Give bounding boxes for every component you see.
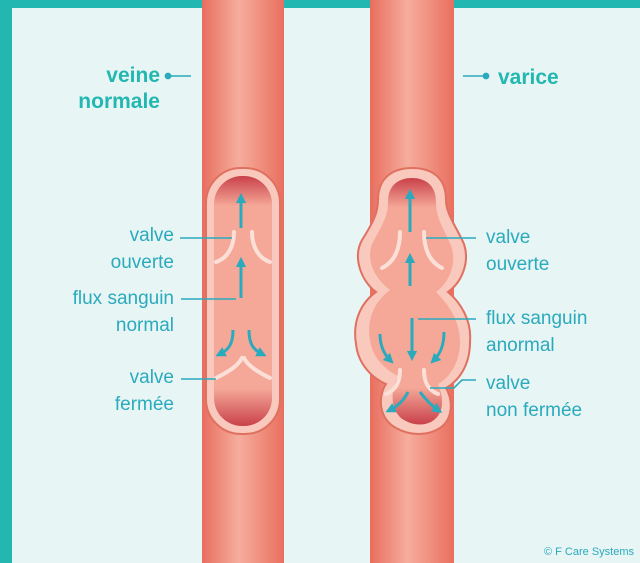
- copyright: © F Care Systems: [544, 546, 634, 558]
- label-blood-flow-abnormal: flux sanguin anormal: [486, 305, 587, 359]
- label-line: anormal: [486, 332, 587, 359]
- label-valve-open-right: valve ouverte: [486, 224, 549, 278]
- title-normal-vein-line-1: veine: [40, 63, 160, 89]
- label-line: valve: [40, 364, 174, 391]
- title-normal-vein-line-2: normale: [40, 89, 160, 115]
- varicose-vein: [355, 0, 470, 563]
- title-normal-vein: veine normale: [40, 63, 160, 115]
- label-line: ouverte: [40, 249, 174, 276]
- title-varicose: varice: [498, 65, 559, 91]
- label-line: non fermée: [486, 397, 582, 424]
- label-blood-flow-normal: flux sanguin normal: [20, 285, 174, 339]
- label-line: ouverte: [486, 251, 549, 278]
- label-line: valve: [40, 222, 174, 249]
- label-valve-open-left: valve ouverte: [40, 222, 174, 276]
- normal-vein: [202, 0, 284, 563]
- label-valve-closed: valve fermée: [40, 364, 174, 418]
- label-line: valve: [486, 224, 549, 251]
- label-valve-not-closed: valve non fermée: [486, 370, 582, 424]
- label-line: flux sanguin: [486, 305, 587, 332]
- label-line: flux sanguin: [20, 285, 174, 312]
- label-line: valve: [486, 370, 582, 397]
- label-line: normal: [20, 312, 174, 339]
- label-line: fermée: [40, 391, 174, 418]
